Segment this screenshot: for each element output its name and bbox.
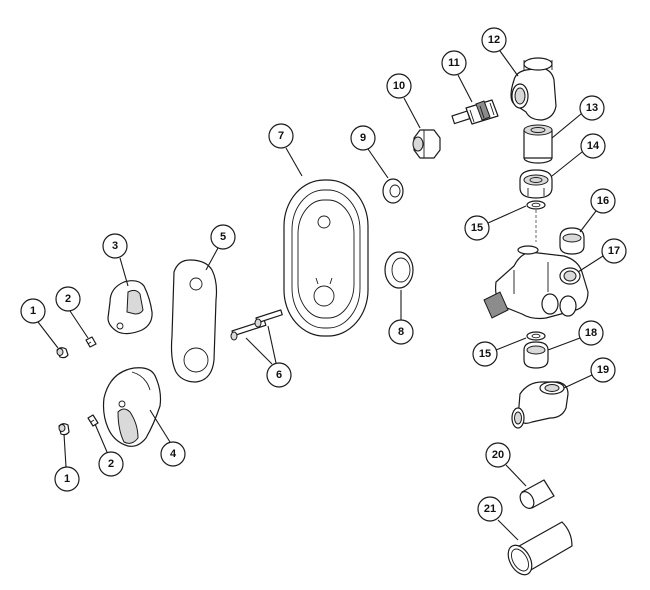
- callout-15-lower: 15: [472, 337, 527, 367]
- callout-label: 1: [30, 305, 36, 317]
- callout-label: 20: [492, 449, 504, 461]
- callout-1-upper: 1: [20, 298, 59, 349]
- callout-10: 10: [386, 73, 421, 129]
- part-2-screw-lower: [87, 414, 99, 427]
- part-14-hex-nut: [519, 169, 553, 199]
- part-7-trim-plate: [283, 179, 369, 337]
- part-1-cap-upper: [56, 347, 69, 359]
- part-6-screws: [230, 309, 283, 341]
- callout-14: 14: [551, 133, 606, 177]
- callout-label: 17: [608, 245, 620, 257]
- part-2-screw-upper: [85, 336, 97, 348]
- part-15-washer-lower: [526, 331, 546, 341]
- part-13-sleeve: [523, 124, 553, 164]
- callout-13: 13: [551, 95, 605, 139]
- callout-label: 2: [108, 458, 114, 470]
- part-1-cap-lower: [58, 423, 70, 436]
- callout-label: 13: [586, 102, 598, 114]
- callout-label: 11: [448, 57, 460, 69]
- callout-15-upper: 15: [464, 205, 527, 241]
- callout-18: 18: [547, 320, 604, 351]
- callout-label: 3: [112, 240, 118, 252]
- callout-label: 14: [587, 140, 600, 152]
- part-10-nut: [412, 129, 441, 159]
- part-8-oring: [384, 251, 414, 289]
- callout-2-upper: 2: [55, 286, 89, 339]
- callout-label: 16: [597, 195, 609, 207]
- part-21-sleeve-tube: [507, 521, 573, 576]
- part-19-tee-fitting: [511, 381, 569, 429]
- callout-label: 6: [276, 369, 282, 381]
- callout-12: 12: [481, 27, 519, 77]
- part-15-washer-upper: [526, 200, 546, 210]
- callout-9: 9: [350, 125, 389, 179]
- callout-16: 16: [579, 188, 616, 233]
- part-11-cartridge: [451, 99, 499, 125]
- part-9-washer: [382, 178, 404, 204]
- callout-label: 21: [484, 503, 496, 515]
- callout-label: 4: [170, 448, 177, 460]
- callout-4: 4: [149, 409, 186, 467]
- part-4-knob-body: [102, 367, 162, 447]
- callout-19: 19: [563, 357, 616, 389]
- part-12-elbow: [510, 57, 557, 121]
- callout-label: 19: [597, 364, 609, 376]
- part-20-pipe-short: [519, 479, 555, 509]
- callout-17: 17: [577, 238, 627, 273]
- callout-3: 3: [102, 233, 129, 287]
- callout-20: 20: [485, 442, 527, 487]
- callout-21: 21: [477, 496, 519, 541]
- part-3-lever-handle: [107, 280, 153, 335]
- callout-2-lower: 2: [94, 423, 124, 477]
- callout-label: 5: [220, 231, 226, 243]
- part-16-cap-nut: [559, 227, 585, 255]
- callout-11: 11: [441, 50, 473, 103]
- callout-label: 9: [360, 132, 366, 144]
- callout-label: 7: [278, 130, 284, 142]
- part-5-gasket: [170, 259, 218, 383]
- callout-label: 1: [64, 473, 70, 485]
- callout-label: 18: [585, 327, 597, 339]
- callout-label: 2: [65, 293, 71, 305]
- part-18-union-nut: [523, 341, 549, 369]
- callout-label: 8: [398, 326, 404, 338]
- callout-7: 7: [268, 123, 303, 177]
- callout-8: 8: [388, 290, 414, 345]
- part-17-valve-body: [483, 245, 589, 320]
- callout-5: 5: [205, 224, 236, 271]
- callout-6: 6: [245, 325, 292, 388]
- callout-label: 12: [488, 34, 500, 46]
- callout-label: 15: [471, 222, 483, 234]
- callout-1-lower: 1: [54, 433, 80, 492]
- callout-label: 10: [393, 80, 405, 92]
- callout-label: 15: [479, 348, 491, 360]
